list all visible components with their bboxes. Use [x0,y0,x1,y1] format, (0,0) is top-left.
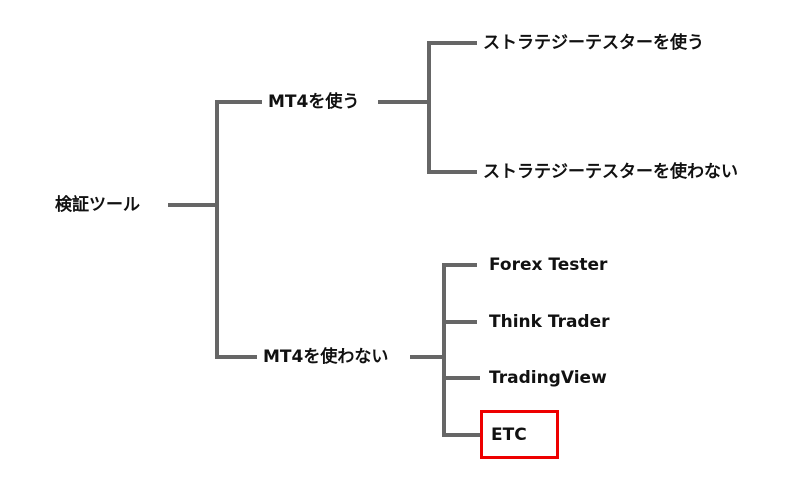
leaf-node: ストラテジーテスターを使わない [483,162,738,182]
branch-node-mt4-use: MT4を使う [268,92,360,112]
leaf-node: ストラテジーテスターを使う [483,33,704,53]
leaf-node: Forex Tester [489,255,608,275]
leaf-node: Think Trader [489,312,610,332]
highlight-box [480,410,559,459]
root-node: 検証ツール [55,195,140,215]
leaf-node-etc: ETC [491,425,527,445]
leaf-node: TradingView [489,368,607,388]
branch-node-mt4-no-use: MT4を使わない [263,347,389,367]
